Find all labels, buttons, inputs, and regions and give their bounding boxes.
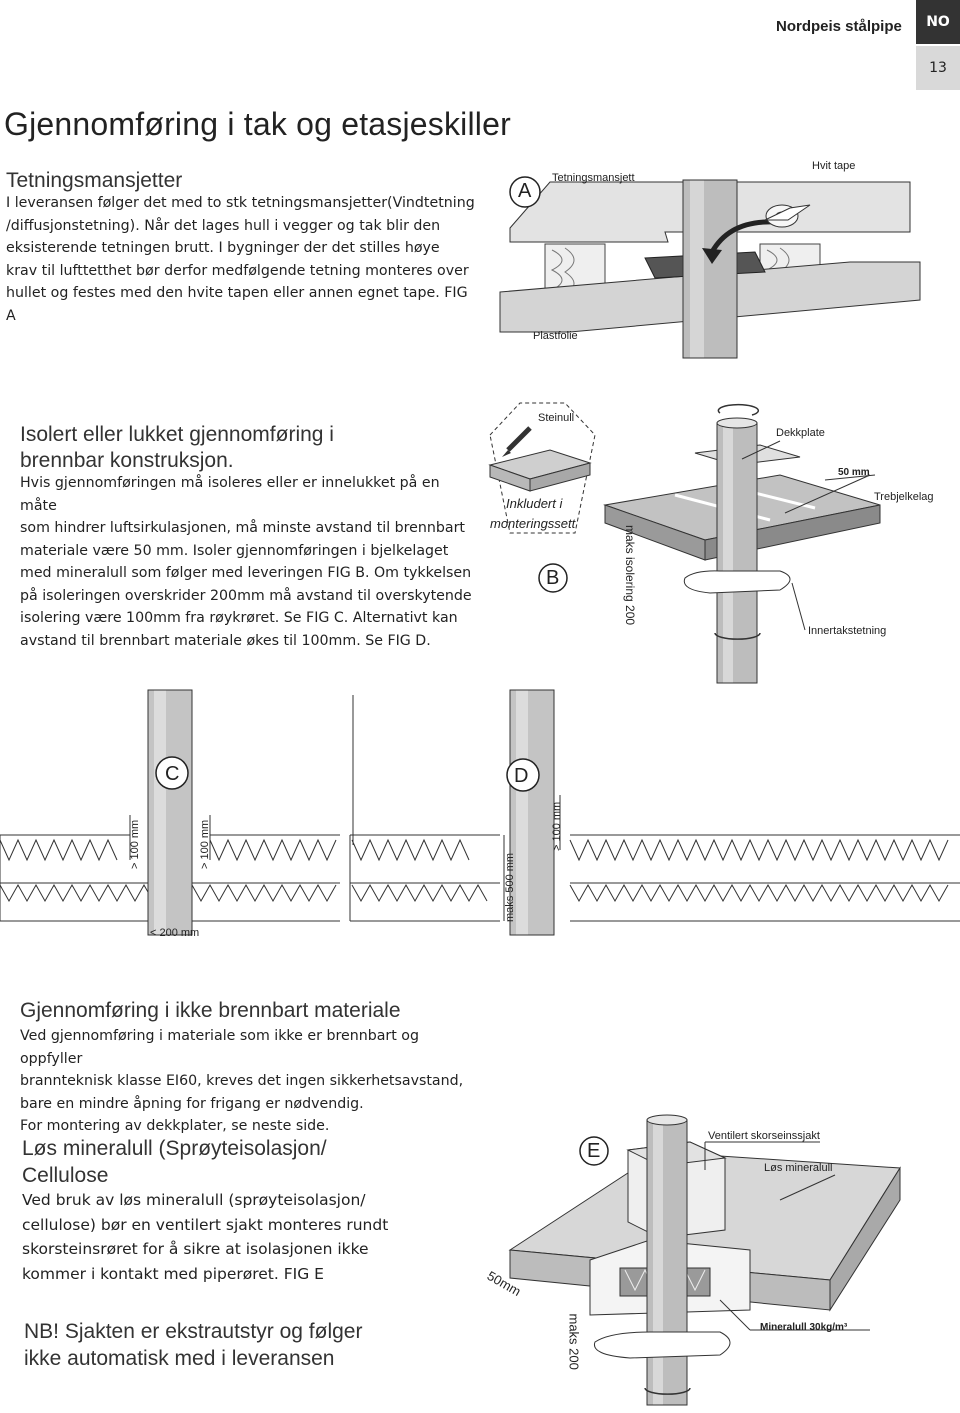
note-line: NB! Sjakten er ekstrautstyr og følger (24, 1320, 363, 1343)
figure-d-letter: D (514, 765, 529, 787)
text-line: kommer i kontakt med piperøret. FIG E (22, 1264, 324, 1283)
language-badge: NO (916, 0, 960, 44)
label-c-lt-200: < 200 mm (150, 927, 200, 939)
text-line: For montering av dekkplater, se neste si… (20, 1118, 330, 1134)
figure-e-letter: E (587, 1140, 601, 1162)
heading-line: Isolert eller lukket gjennomføring i (20, 423, 334, 446)
text-line: med mineralull som følger med leveringen… (20, 565, 472, 581)
note-text: NB! Sjakten er ekstrautstyr og følger ik… (24, 1318, 362, 1372)
text-line: Ved bruk av løs mineralull (sprøyteisola… (22, 1191, 366, 1209)
figure-a-letter-circle (509, 176, 541, 208)
text-line: I leveransen følger det med to stk tetni… (6, 195, 475, 211)
label-d-gt-100: > 100 mm (551, 801, 563, 851)
heading-line: Cellulose (22, 1164, 109, 1187)
heading-line: Løs mineralull (Sprøyteisolasjon/ (22, 1137, 327, 1160)
figure-c-illustration (0, 689, 490, 936)
section-text-isolert: Hvis gjennomføringen må isoleres eller e… (20, 472, 480, 652)
label-ventilert-sjakt: Ventilert skorseinssjakt (708, 1130, 820, 1142)
section-text-tetning: I leveransen følger det med to stk tetni… (6, 192, 476, 327)
section-heading-isolert: Isolert eller lukket gjennomføring i bre… (20, 422, 334, 474)
section-heading-los-mineralull: Løs mineralull (Sprøyteisolasjon/ Cellul… (22, 1135, 327, 1189)
figure-b-letter: B (546, 567, 560, 589)
label-monteringssett: monteringssett (490, 516, 576, 531)
text-line: brannteknisk klasse EI60, kreves det ing… (20, 1073, 464, 1089)
label-trebjelkelag: Trebjelkelag (874, 491, 934, 503)
label-maks-200: maks 200 (566, 1313, 582, 1370)
text-line: skorsteinsrøret for å sikre at isolasjon… (22, 1240, 369, 1258)
text-line: cellulose) bør en ventilert sjakt monter… (22, 1215, 389, 1234)
figure-c-letter: C (165, 763, 180, 785)
figure-a-illustration (499, 179, 921, 359)
section-heading-tetning: Tetningsmansjetter (6, 169, 183, 192)
label-maks-isolering: maks isolering 200 (623, 525, 637, 626)
text-line: på isoleringen overskrider 200mm må avst… (20, 587, 472, 604)
text-line: som hindrer luftsirkulasjonen, må minste… (20, 520, 465, 536)
label-c-gt-100-right: > 100 mm (199, 819, 211, 869)
label-los-mineralull: Løs mineralull (764, 1162, 833, 1174)
page-title: Gjennomføring i tak og etasjeskiller (4, 106, 511, 142)
figure-b-illustration (488, 402, 881, 684)
page-number: 13 (916, 46, 960, 90)
figure-d-illustration (490, 689, 960, 936)
label-dekkplate: Dekkplate (776, 427, 825, 439)
label-steinull: Steinull (538, 412, 575, 424)
text-line: avstand til brennbart materiale økes til… (20, 632, 431, 649)
label-innertakstetning: Innertakstetning (808, 625, 887, 637)
label-mineralull-30kg: Mineralull 30kg/m³ (760, 1322, 848, 1333)
label-c-gt-100-left: > 100 mm (129, 819, 141, 869)
text-line: Hvis gjennomføringen må isoleres eller e… (20, 475, 440, 514)
text-line: krav til lufttetthet bør derfor medfølge… (6, 262, 469, 279)
note-line: ikke automatisk med i leveransen (24, 1347, 335, 1370)
brand-title: Nordpeis stålpipe (776, 18, 902, 35)
text-line: isolering være 100mm fra røykrøret. Se F… (20, 610, 458, 626)
label-d-maks-500: maks 500 mm (504, 852, 516, 922)
label-50mm: 50 mm (838, 467, 870, 478)
heading-line: brennbar konstruksjon. (20, 449, 234, 472)
text-line: Ved gjennomføring i materiale som ikke e… (20, 1028, 419, 1067)
figure-e-illustration (508, 1114, 901, 1406)
label-plastfolie: Plastfolie (533, 330, 578, 342)
text-line: materiale være 50 mm. Isoler gjennomføri… (20, 542, 449, 559)
label-hvit-tape: Hvit tape (812, 160, 856, 172)
label-tetningsmansjett: Tetningsmansjett (552, 172, 635, 184)
section-text-los-mineralull: Ved bruk av løs mineralull (sprøyteisola… (22, 1188, 462, 1286)
figure-a-letter: A (518, 180, 532, 202)
text-line: bare en mindre åpning for frigang er nød… (20, 1095, 364, 1112)
label-inkludert: Inkludert i (506, 496, 563, 511)
text-line: eksisterende tetningen brutt. I bygninge… (6, 240, 440, 256)
section-heading-ikke-brennbart: Gjennomføring i ikke brennbart materiale (20, 999, 401, 1022)
section-text-ikke-brennbart: Ved gjennomføring i materiale som ikke e… (20, 1025, 480, 1138)
text-line: hullet og festes med den hvite tapen ell… (6, 285, 468, 324)
text-line: /diffusjonstetning). Når det lages hull … (6, 217, 441, 234)
